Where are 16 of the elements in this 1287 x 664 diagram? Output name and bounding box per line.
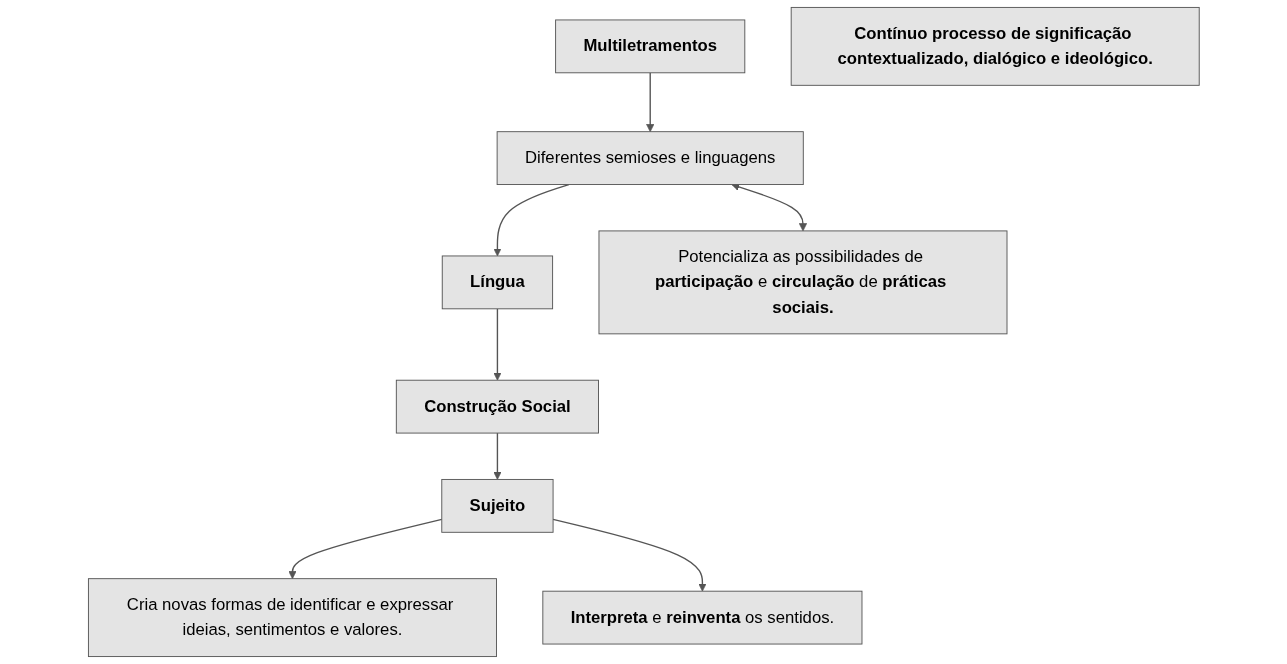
arrow [552, 518, 707, 592]
arrow [493, 308, 502, 381]
node-box: Potencializa as possibilidades de participação e circulação de práticas sociais. [598, 230, 1008, 335]
node-box: Interpreta e reinventa os sentidos. [542, 590, 863, 645]
node-box: Diferentes semioses e linguagens [496, 131, 804, 185]
node-box: Sujeito [441, 478, 554, 533]
arrow [731, 183, 807, 232]
node-box: Construção Social [395, 379, 599, 434]
arrow [645, 72, 654, 133]
node-box: Multiletramentos [554, 19, 745, 74]
arrow [288, 518, 443, 580]
node-box: Língua [441, 255, 553, 310]
node-box: Cria novas formas de identificar e expressar ideias, sentimentos e valores. [87, 578, 497, 658]
arrow [493, 432, 502, 480]
node-box: Contínuo processo de significação contextualizado, dialógico e ideológico. [790, 6, 1200, 86]
arrow [493, 183, 570, 257]
